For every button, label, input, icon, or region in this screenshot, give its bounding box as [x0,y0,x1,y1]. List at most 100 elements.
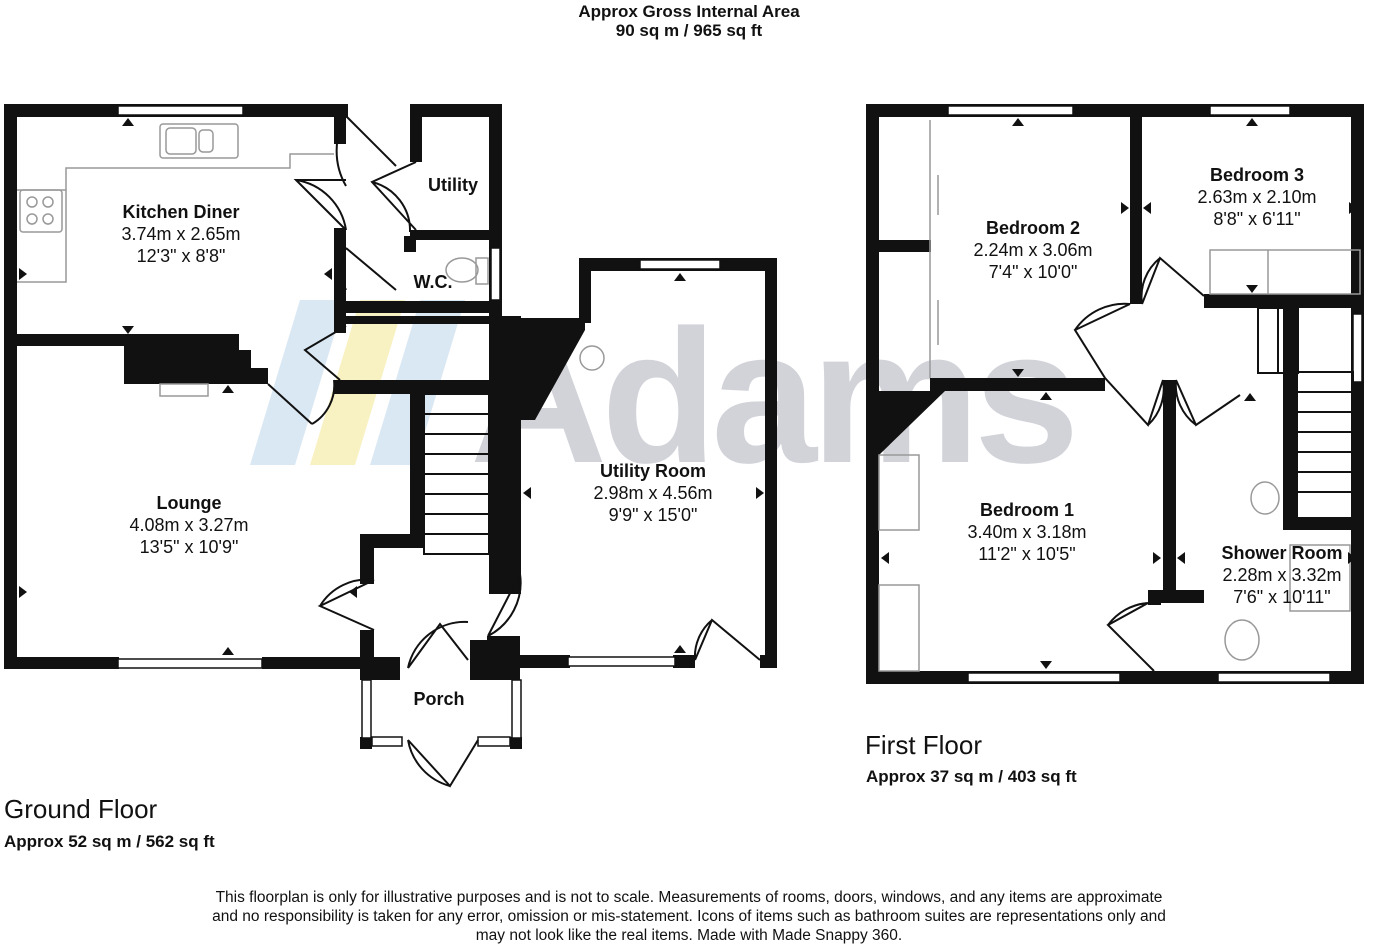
room-label-bedroom-2: Bedroom 2 2.24m x 3.06m 7'4" x 10'0" [920,217,1146,283]
wall [262,657,360,669]
room-name: Bedroom 1 [979,500,1075,520]
disclaimer: This floorplan is only for illustrative … [170,888,1208,945]
room-label-porch: Porch [400,688,478,710]
wall [334,301,502,313]
sink-icon [159,123,239,159]
room-name: Bedroom 2 [985,218,1081,238]
wall [673,655,695,668]
wall [1163,380,1176,590]
first-floor-stairs [1257,307,1354,519]
room-size-imperial: 12'3" x 8'8" [136,246,226,266]
wc-toilet-icon [445,257,479,283]
wall [520,655,570,668]
wall [251,368,268,384]
window [117,658,263,669]
wall [360,737,372,749]
first-floor-fittings [878,120,1361,672]
window [371,736,403,747]
wall [124,334,239,384]
room-name: W.C. [413,272,453,292]
window [947,105,1074,116]
wall [510,737,522,749]
wall [4,657,119,669]
room-label-utility: Utility [420,174,486,196]
room-label-shower-room: Shower Room 2.28m x 3.32m 7'6" x 10'11" [1182,542,1378,608]
room-size-imperial: 13'5" x 10'9" [139,537,239,557]
room-size-imperial: 7'6" x 10'11" [1233,587,1331,607]
window [567,656,676,667]
room-name: Bedroom 3 [1209,165,1305,185]
room-name: Porch [413,689,465,709]
room-label-kitchen-diner: Kitchen Diner 3.74m x 2.65m 12'3" x 8'8" [68,201,294,267]
window [1217,672,1331,683]
first-floor-doors [1073,256,1241,672]
window [967,672,1121,683]
wall [760,655,777,668]
wall [1148,590,1161,605]
wall [1130,104,1142,304]
room-label-utility-room: Utility Room 2.98m x 4.56m 9'9" x 15'0" [540,460,766,526]
wall [4,104,17,669]
fireplace-hearth-icon [159,383,209,397]
first-dimension-markers [881,118,1357,669]
hob-icon [19,189,63,233]
first-floor-windows [947,105,1363,683]
window [361,679,372,739]
wall [1351,104,1364,684]
window [1209,105,1291,116]
wall [879,240,931,252]
room-size-imperial: 11'2" x 10'5" [978,544,1076,564]
room-size-imperial: 9'9" x 15'0" [608,505,698,525]
window [477,736,511,747]
ground-dimension-markers [19,118,764,655]
room-name: Kitchen Diner [122,202,240,222]
basin-icon [579,345,605,371]
room-size-metric: 2.63m x 2.10m [1197,187,1317,207]
wall [1283,518,1353,530]
wall [360,657,400,680]
room-name: Lounge [156,493,222,513]
wall [879,391,945,455]
shower-basin-icon [1250,481,1280,515]
wall [334,380,494,394]
kitchen-fittings [17,123,605,397]
wall [487,636,520,669]
wall [765,258,777,668]
first-floor-area: Approx 37 sq m / 403 sq ft [866,767,1077,786]
room-name: Utility [427,175,478,195]
ground-floor-doors [267,115,761,788]
ground-floor-title: Ground Floor [4,794,158,824]
window [511,679,522,739]
room-size-metric: 2.28m x 3.32m [1222,565,1342,585]
room-label-lounge: Lounge 4.08m x 3.27m 13'5" x 10'9" [76,492,302,558]
disclaimer-line: may not look like the real items. Made w… [475,927,903,944]
wall [334,104,346,144]
wall [334,316,504,324]
gross-area-value: 90 sq m / 965 sq ft [615,21,763,40]
wall [1148,590,1204,603]
wall [404,236,416,252]
wall [410,104,502,117]
window [639,259,721,270]
wall [1204,294,1364,308]
ground-floor-windows [117,105,721,747]
room-name: Shower Room [1221,543,1343,563]
room-size-metric: 2.98m x 4.56m [593,483,713,503]
gross-area-heading: Approx Gross Internal Area [578,2,800,21]
room-size-metric: 4.08m x 3.27m [129,515,249,535]
window [117,105,244,116]
wall [410,230,502,240]
wall [410,104,422,162]
room-size-metric: 3.74m x 2.65m [121,224,241,244]
wall [239,350,251,384]
room-size-metric: 2.24m x 3.06m [973,240,1093,260]
room-size-metric: 3.40m x 3.18m [967,522,1087,542]
wall [579,258,591,323]
room-label-bedroom-3: Bedroom 3 2.63m x 2.10m 8'8" x 6'11" [1144,164,1370,230]
wall [360,534,424,548]
window [1352,313,1363,383]
disclaimer-line: This floorplan is only for illustrative … [215,889,1163,906]
room-name: Utility Room [600,461,706,481]
ground-floor-stairs [423,393,490,555]
